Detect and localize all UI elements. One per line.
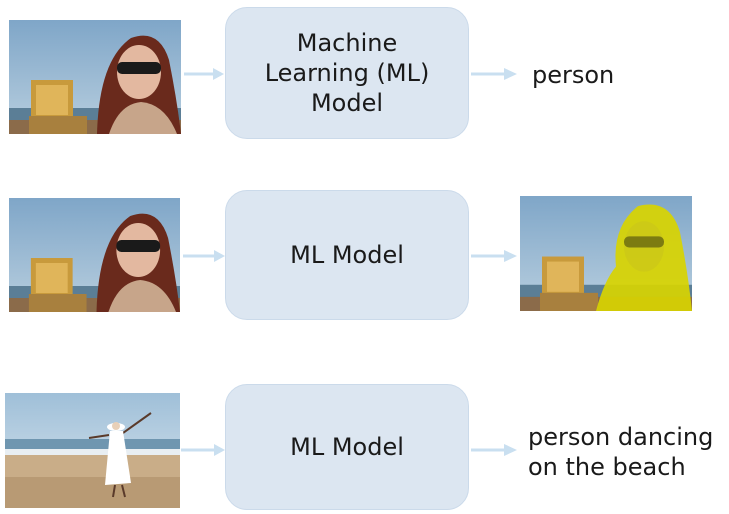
arrow-model-to-output	[471, 67, 517, 81]
ml-model-box: Machine Learning (ML) Model	[225, 7, 469, 139]
segmentation-output-photo	[520, 196, 692, 311]
input-photo-beach-dancer	[5, 393, 180, 508]
ml-model-label: ML Model	[290, 433, 404, 461]
classification-output: person	[532, 61, 615, 89]
ml-model-box: ML Model	[225, 190, 469, 320]
ml-model-label: ML Model	[290, 241, 404, 269]
arrow-input-to-model	[181, 443, 225, 457]
ml-model-box: ML Model	[225, 384, 469, 510]
arrow-input-to-model	[184, 67, 224, 81]
caption-output: person dancing on the beach	[528, 423, 714, 481]
ml-model-label: Machine Learning (ML) Model	[264, 29, 430, 117]
input-photo-woman-sunglasses	[9, 198, 180, 312]
arrow-input-to-model	[183, 249, 225, 263]
input-photo-woman-sunglasses	[9, 20, 181, 134]
arrow-model-to-output	[471, 249, 517, 263]
arrow-model-to-output	[471, 443, 517, 457]
